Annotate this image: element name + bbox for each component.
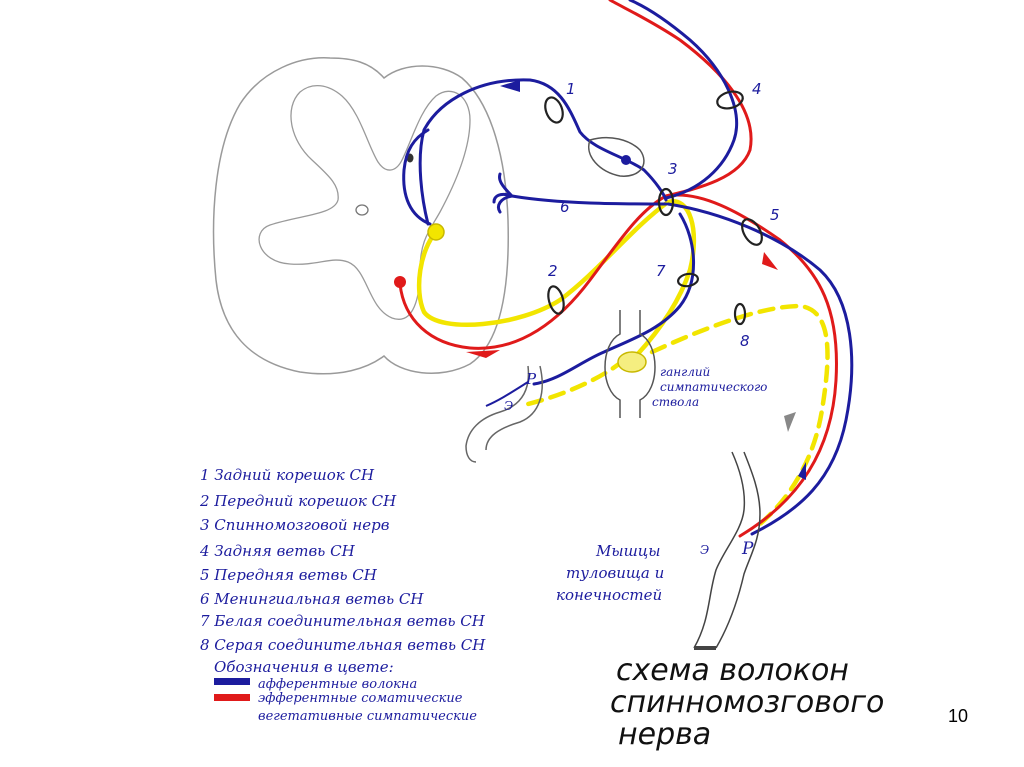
ganglion-node <box>617 351 647 373</box>
receptor-label-top: Р <box>525 370 537 388</box>
vegetative-arrow <box>784 412 796 432</box>
effector-label-top: Э <box>504 399 513 413</box>
red-fiber-posterior-branch <box>608 0 753 198</box>
central-canal <box>355 204 369 216</box>
title-line-1: схема волокон <box>616 653 849 688</box>
ring-8 <box>733 302 747 326</box>
spinal-cord-outline <box>212 57 509 375</box>
page-number: 10 <box>947 706 968 726</box>
yellow-fiber-dashed-limb <box>649 303 830 527</box>
top-effector-organ <box>465 365 543 463</box>
marker-8: 8 <box>740 332 750 350</box>
yellow-fiber-dashed-grey-ramus <box>525 357 627 407</box>
spinal-ganglion-cell <box>621 155 631 165</box>
blue-fiber-meningeal <box>492 172 668 214</box>
legend-swatch-afferent <box>214 678 250 685</box>
legend-item-3: 3 Спинномозговой нерв <box>200 516 390 534</box>
legend-color-vegetative: вегетативные симпатические <box>258 709 477 724</box>
red-neuron <box>394 276 406 288</box>
legend-item-2: 2 Передний корешок СН <box>199 492 397 510</box>
marker-3: 3 <box>668 160 678 178</box>
legend-item-4: 4 Задняя ветвь СН <box>199 542 356 560</box>
legend-item-5: 5 Передняя ветвь СН <box>200 566 378 584</box>
neurons <box>394 136 645 288</box>
ganglion-label: ганглий симпатического ствола <box>652 365 767 409</box>
ganglion-label-line-1: ганглий <box>660 365 710 379</box>
marker-6: 6 <box>560 198 570 216</box>
muscles-label-line-2: туловища и <box>566 564 664 582</box>
nerve-rings <box>544 90 763 326</box>
marker-5: 5 <box>770 206 780 224</box>
title-line-3: нерва <box>618 717 711 752</box>
ring-5 <box>741 218 763 246</box>
blue-fiber-posterior-branch <box>628 0 739 200</box>
marker-7: 7 <box>656 262 666 280</box>
muscles-label-line-3: конечностей <box>556 586 662 604</box>
yellow-neuron <box>427 223 445 241</box>
muscles-label: Мышцы туловища и конечностей <box>556 542 664 604</box>
blue-fiber-posterior-root <box>418 78 668 226</box>
effector-label-bottom: Э <box>700 543 709 557</box>
diagram-title: схема волокон спинномозгового нерва <box>610 653 884 752</box>
legend-item-6: 6 Менингиальная ветвь СН <box>200 590 424 608</box>
afferent-arrow-top <box>500 80 520 92</box>
efferent-arrow-root <box>466 350 500 358</box>
grey-matter-outline <box>258 85 471 320</box>
efferent-arrow-branch <box>762 252 778 270</box>
legend-color-efferent: эфферентные соматические <box>258 691 463 706</box>
ring-1 <box>544 96 564 124</box>
marker-4: 4 <box>752 80 762 98</box>
top-organ-fiber <box>485 381 529 407</box>
direction-arrows <box>466 80 806 480</box>
blue-fiber-white-ramus <box>532 212 696 386</box>
ring-4 <box>716 90 744 110</box>
top-organ-outline <box>465 365 543 463</box>
ganglion-shape <box>604 310 656 418</box>
ring-2 <box>547 285 565 315</box>
marker-numbers: 1 2 3 4 5 6 7 8 <box>548 80 780 350</box>
receptor-label-bottom: Р <box>741 539 754 559</box>
muscles-label-line-1: Мышцы <box>595 542 660 560</box>
legend: 1 Задний корешок СН 2 Передний корешок С… <box>199 466 486 724</box>
legend-color-afferent: афферентные волокна <box>258 677 417 692</box>
sympathetic-ganglion <box>604 310 656 418</box>
legend-swatch-efferent <box>214 694 250 701</box>
legend-item-7: 7 Белая соединительная ветвь СН <box>200 612 486 630</box>
legend-item-8: 8 Серая соединительная ветвь СН <box>200 636 486 654</box>
ganglion-label-line-3: ствола <box>652 395 699 409</box>
afferent-arrow-limb <box>798 462 806 480</box>
ring-3 <box>657 187 675 217</box>
muscle-outline <box>693 451 761 649</box>
muscle <box>693 451 761 650</box>
legend-item-1: 1 Задний корешок СН <box>200 466 375 484</box>
marker-1: 1 <box>566 80 576 98</box>
legend-colors-header: Обозначения в цвете: <box>214 658 394 676</box>
blue-fiber-anterior-branch <box>666 202 854 536</box>
ring-7 <box>676 272 700 288</box>
title-line-2: спинномозгового <box>610 685 884 720</box>
ganglion-label-line-2: симпатического <box>660 380 767 394</box>
blue-fiber-cord-branch <box>402 128 432 226</box>
afferent-fibers <box>402 0 854 536</box>
spinal-ganglion <box>587 136 645 177</box>
marker-2: 2 <box>548 262 558 280</box>
